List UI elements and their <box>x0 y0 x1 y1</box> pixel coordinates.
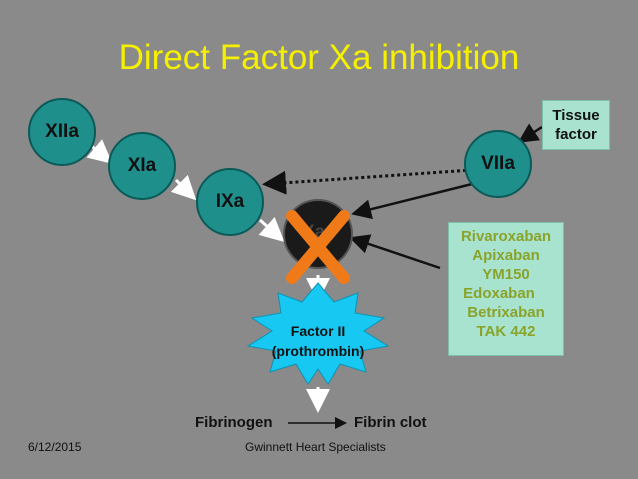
drug-item: Betrixaban <box>467 304 545 321</box>
arrow-xia-to-ixa <box>170 174 197 201</box>
fibrinogen-label: Fibrinogen <box>195 414 273 431</box>
drug-item: YM150 <box>482 266 530 283</box>
tissue-factor-box: Tissue factor <box>542 100 610 150</box>
arrow-viia-to-xa <box>351 182 473 220</box>
drug-item: Rivaroxaban <box>460 228 552 245</box>
dotted-arrow-viia-to-ixa <box>262 168 473 195</box>
drug-item: Edoxaban <box>463 285 535 302</box>
factor-ii-line-1: Factor II <box>290 323 346 339</box>
factor-ixa-label: IXa <box>215 191 245 212</box>
factor-ii-line-2: (prothrombin) <box>271 343 365 359</box>
arrow-drugs-to-xa <box>349 234 441 270</box>
factor-xia-label: XIa <box>127 155 157 176</box>
slide-title: Direct Factor Xa inhibition <box>118 38 520 77</box>
factor-ii-label: Factor II (prothrombin) <box>252 321 384 361</box>
factor-xiia-circle: XIIa <box>28 98 96 166</box>
factor-xiia-label: XIIa <box>45 121 79 142</box>
fibrin-clot-label: Fibrin clot <box>354 414 427 431</box>
factor-ixa-circle: IXa <box>196 168 264 236</box>
prothrombin-burst <box>246 282 390 385</box>
tissue-factor-line-2: factor <box>555 126 597 143</box>
factor-viia-label: VIIa <box>481 153 515 174</box>
drug-list-box: Rivaroxaban Apixaban YM150 Edoxaban Betr… <box>448 222 564 356</box>
xa-circle <box>283 199 353 269</box>
arrow-tissue-to-viia <box>517 123 543 143</box>
factor-viia-circle: VIIa <box>464 130 532 198</box>
drug-item: TAK 442 <box>476 323 536 340</box>
factor-xia-circle: XIa <box>108 132 176 200</box>
drug-item: Apixaban <box>472 247 540 264</box>
arrow-ixa-to-xa <box>258 217 285 243</box>
footer-organization: Gwinnett Heart Specialists <box>245 440 386 454</box>
tissue-factor-line-1: Tissue <box>552 107 600 124</box>
footer-date: 6/12/2015 <box>28 440 82 454</box>
